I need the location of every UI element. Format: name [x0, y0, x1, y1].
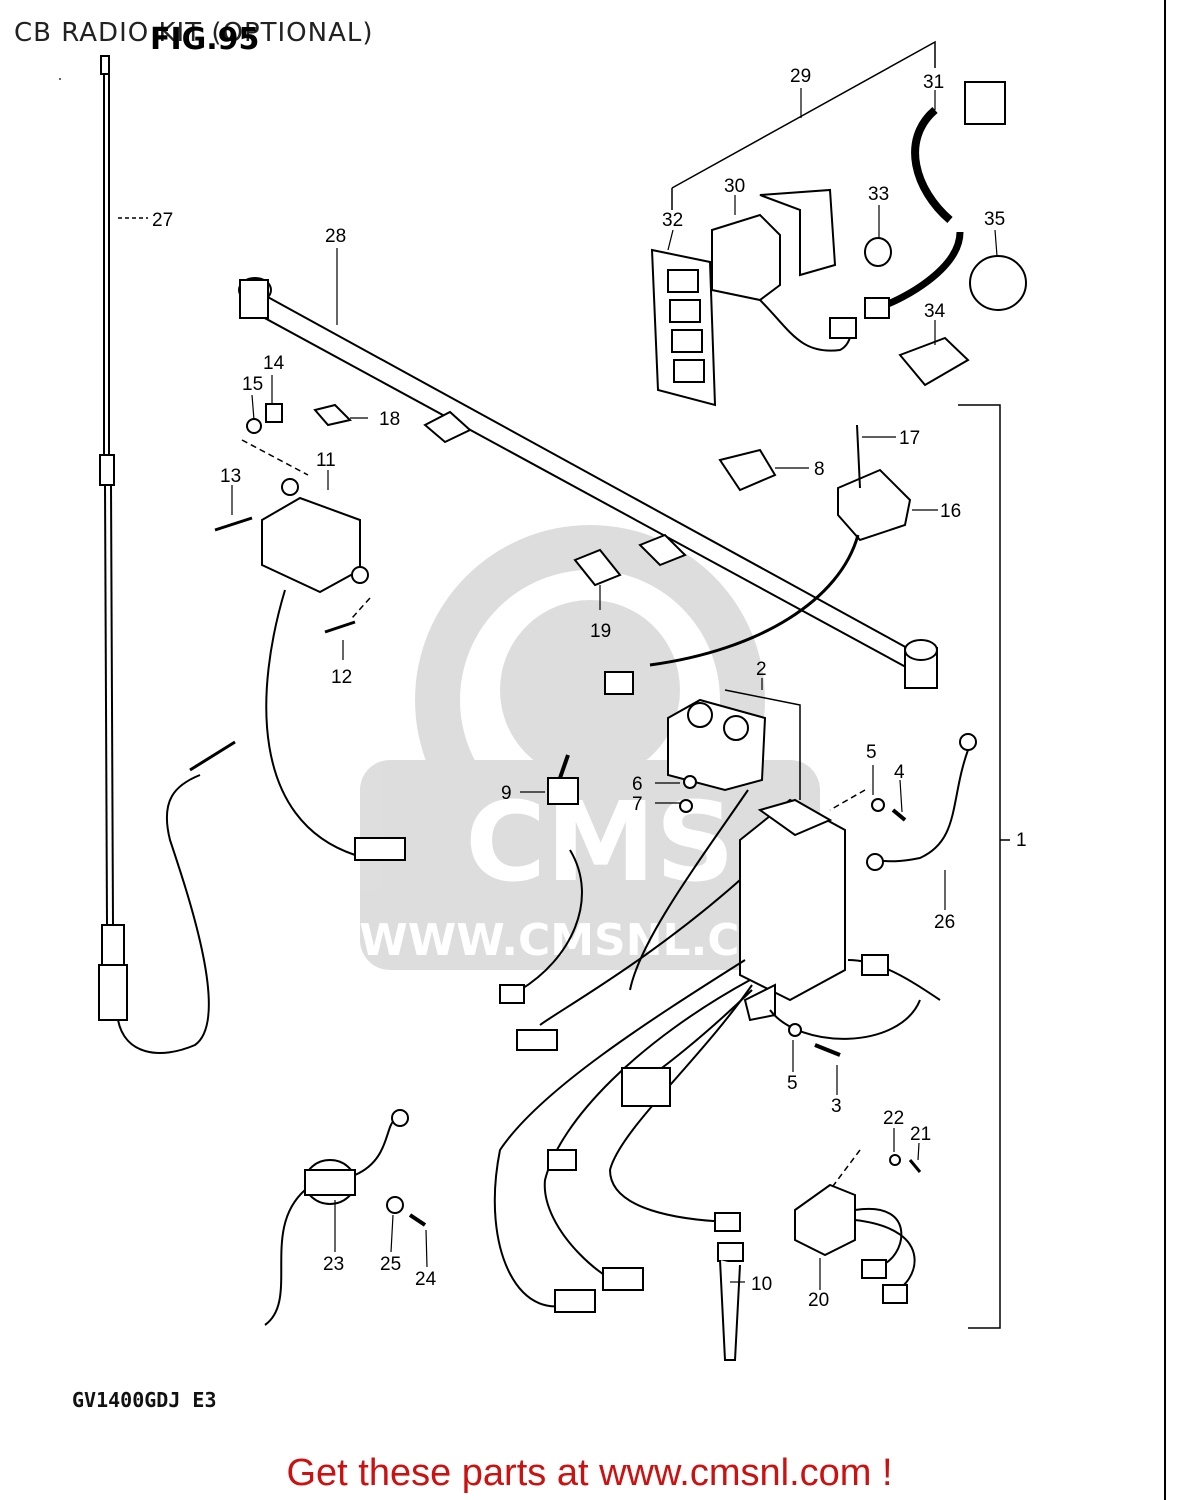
callout-15: 15: [242, 374, 263, 395]
callout-19: 19: [590, 621, 611, 642]
callout-18: 18: [379, 409, 400, 430]
callout-7: 7: [632, 794, 643, 815]
model-code: GV1400GDJ E3: [72, 1388, 217, 1412]
callout-3: 3: [831, 1096, 842, 1117]
callout-28: 28: [325, 226, 346, 247]
part-bar: [238, 277, 938, 689]
callout-26: 26: [934, 912, 955, 933]
callout-11: 11: [316, 450, 336, 471]
callout-1: 1: [1016, 830, 1027, 851]
part-toggle-switch: [499, 754, 744, 1361]
callout-6: 6: [632, 774, 643, 795]
callout-20: 20: [808, 1290, 829, 1311]
callout-17: 17: [899, 428, 920, 449]
callout-5-bottom: 5: [787, 1073, 798, 1094]
callout-2: 2: [756, 659, 767, 680]
callout-9: 9: [501, 783, 512, 804]
watermark-logo: CMS: [465, 778, 734, 906]
footer-link[interactable]: Get these parts at www.cmsnl.com !: [286, 1452, 893, 1494]
part-misc: [214, 403, 977, 1326]
callout-labels: 1 2 3 4 5 5 6 7 8 9 10 11 12 13 14 15 16…: [152, 66, 1027, 1311]
callout-23: 23: [323, 1254, 344, 1275]
callout-8: 8: [814, 459, 825, 480]
callout-leaders: [59, 78, 998, 1290]
part-antenna: [98, 55, 236, 1054]
callout-27: 27: [152, 210, 173, 231]
callout-13: 13: [220, 466, 241, 487]
callout-14: 14: [263, 353, 285, 374]
callout-24: 24: [415, 1269, 437, 1290]
group-lines: [118, 40, 1010, 1329]
callout-22: 22: [883, 1108, 904, 1129]
callout-21: 21: [910, 1124, 931, 1145]
part-control-kit: [650, 81, 1027, 407]
callout-30: 30: [724, 176, 745, 197]
callout-12: 12: [331, 667, 352, 688]
part-switch-box: [261, 478, 406, 861]
part-radio-unit: [667, 698, 941, 1022]
callout-16: 16: [940, 501, 961, 522]
callout-10: 10: [751, 1274, 772, 1295]
callout-34: 34: [924, 301, 946, 322]
part-mic-jack: [573, 424, 912, 695]
figure-number: FIG.95: [150, 22, 260, 57]
wiring-harness: [493, 749, 969, 1308]
callout-33: 33: [868, 184, 889, 205]
callout-31: 31: [923, 72, 944, 93]
callout-29: 29: [790, 66, 811, 87]
callout-35: 35: [984, 209, 1005, 230]
callout-5-top: 5: [866, 742, 877, 763]
callout-32: 32: [662, 210, 683, 231]
callout-25: 25: [380, 1254, 401, 1275]
page-title: CB RADIO KIT (OPTIONAL): [14, 18, 374, 48]
callout-4: 4: [894, 762, 905, 783]
